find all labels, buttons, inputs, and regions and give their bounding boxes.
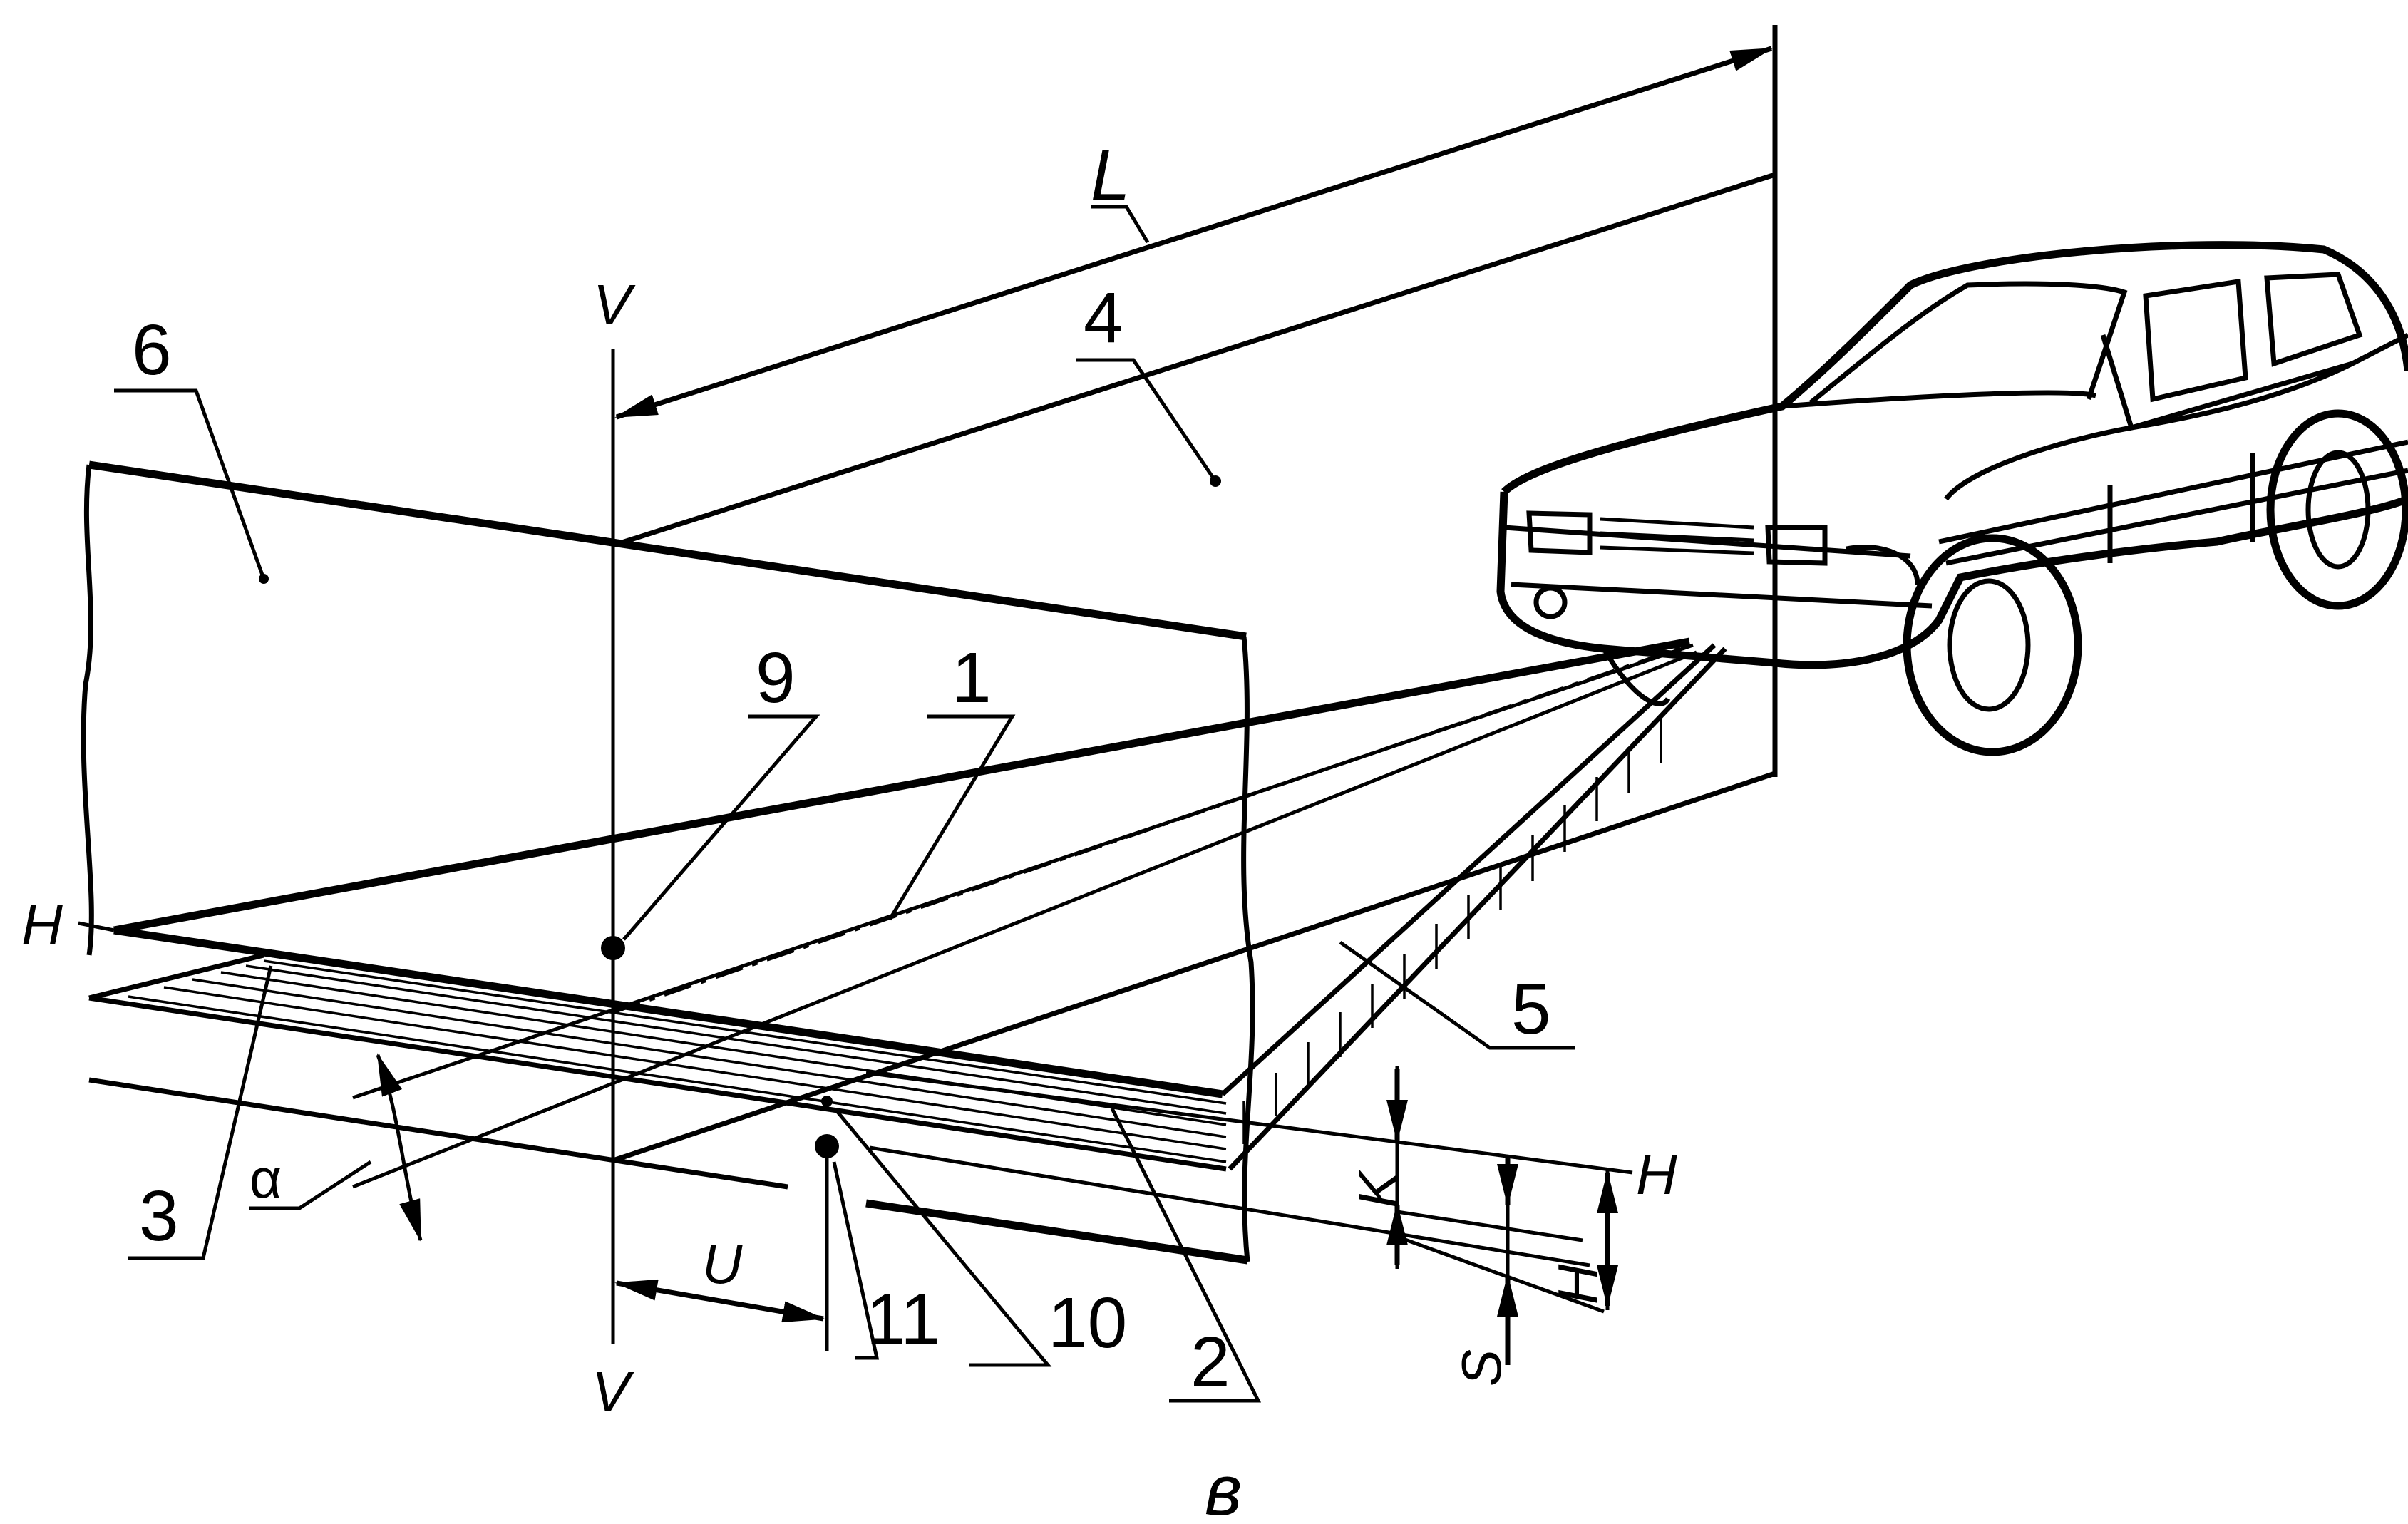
callout-leaders bbox=[114, 358, 1575, 1403]
point-9 bbox=[601, 936, 625, 960]
height-dimensions bbox=[1386, 1066, 1618, 1365]
beam-rays bbox=[113, 637, 1727, 1189]
dimension-U-label: U bbox=[702, 1232, 743, 1295]
dimension-L-label: L bbox=[1091, 135, 1131, 215]
angle-alpha-label: α bbox=[249, 1147, 282, 1210]
h-axis-left-label: H bbox=[21, 893, 63, 957]
dimension-S-label: S bbox=[1450, 1349, 1513, 1386]
callout-9: 9 bbox=[756, 638, 796, 718]
callout-5: 5 bbox=[1511, 969, 1551, 1049]
figure-caption: в bbox=[1205, 1451, 1242, 1524]
dimension-L-underline bbox=[1091, 205, 1150, 244]
callout-3: 3 bbox=[139, 1176, 179, 1256]
point-11 bbox=[815, 1134, 839, 1158]
callout-1: 1 bbox=[952, 638, 992, 718]
offset-U-dimension bbox=[614, 1158, 829, 1351]
callout-6: 6 bbox=[132, 310, 172, 390]
ground-plane-4 bbox=[612, 25, 1778, 1163]
callout-4: 4 bbox=[1084, 278, 1123, 358]
h-axis-right-label: H bbox=[1636, 1143, 1677, 1206]
screen-6 bbox=[81, 460, 1255, 1262]
callout-2: 2 bbox=[1190, 1322, 1230, 1402]
car-illustration bbox=[1496, 241, 2408, 756]
beam-projection-strip-2-3 bbox=[88, 952, 1590, 1267]
distance-L-dimension bbox=[614, 46, 1774, 420]
callout-10: 10 bbox=[1048, 1283, 1127, 1363]
dimension-H-label: H bbox=[1546, 1264, 1609, 1304]
v-axis-top-label: V bbox=[593, 273, 636, 336]
callout-11: 11 bbox=[866, 1280, 940, 1359]
point-10 bbox=[821, 1096, 833, 1107]
dimension-K-label: K bbox=[1347, 1169, 1409, 1208]
v-axis-bottom-label: V bbox=[592, 1360, 634, 1423]
angle-alpha-dimension bbox=[376, 1053, 423, 1242]
hatched-beam-5 bbox=[1242, 716, 1662, 1144]
